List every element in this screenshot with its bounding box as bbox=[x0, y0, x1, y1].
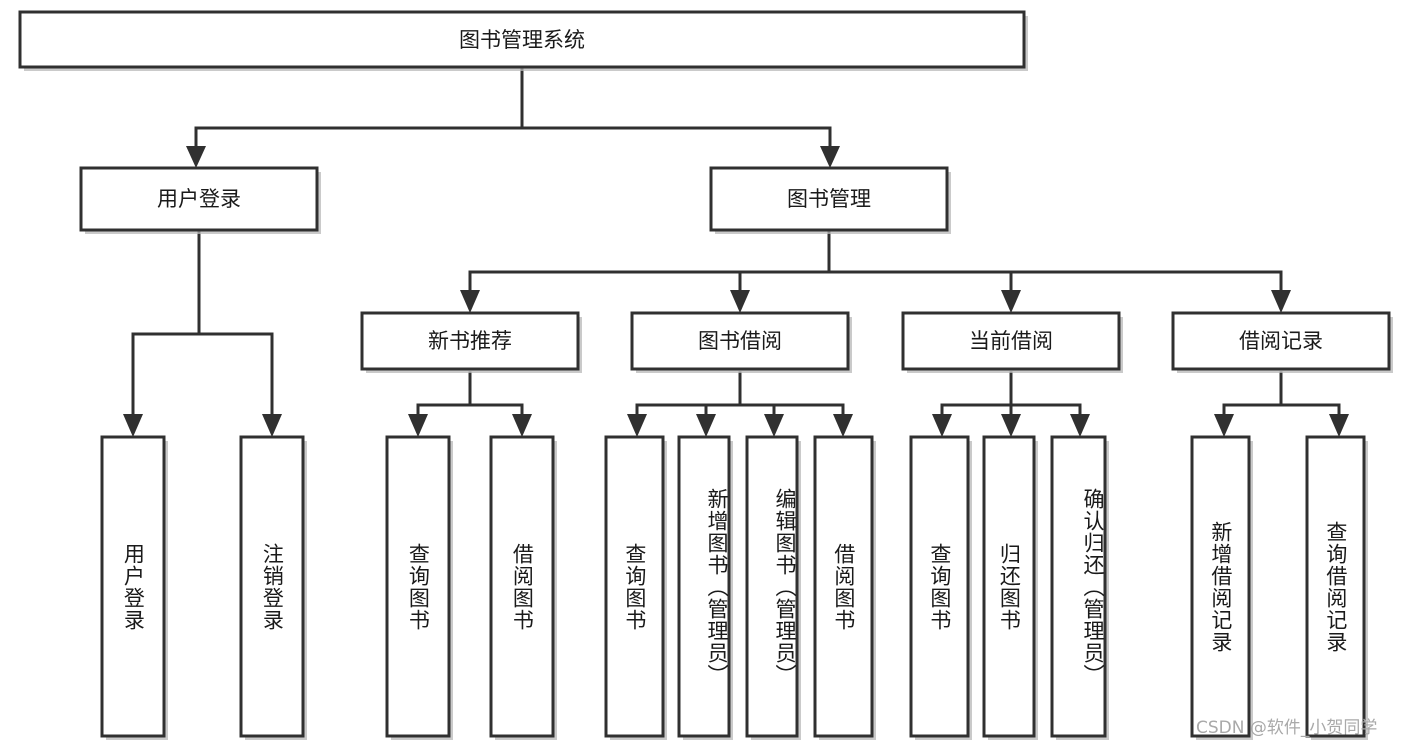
node-user-login-box bbox=[79, 166, 319, 232]
node-book-borrow-box bbox=[630, 311, 850, 371]
arrow-head-leaf-logout-login bbox=[262, 414, 282, 437]
leaf-logout-login-box[interactable] bbox=[239, 435, 305, 738]
leaf-edit-book-box[interactable] bbox=[745, 435, 799, 738]
arrow-head-user-login bbox=[186, 146, 206, 168]
arrow-head-current-borrow bbox=[1001, 290, 1021, 313]
arrow-head-leaf-return-book bbox=[1001, 414, 1021, 437]
node-book-borrow[interactable]: 图书借阅 bbox=[630, 311, 852, 373]
leaf-borrow-book-1-box[interactable] bbox=[489, 435, 555, 738]
arrow-head-leaf-confirm-return bbox=[1070, 414, 1090, 437]
arrow-head-leaf-edit-book bbox=[764, 414, 784, 437]
leaf-query-book-3-box[interactable] bbox=[909, 435, 970, 738]
arrow-head-book-borrow bbox=[730, 290, 750, 313]
node-current-borrow[interactable]: 当前借阅 bbox=[901, 311, 1123, 373]
leaf-return-book-box[interactable] bbox=[982, 435, 1036, 738]
node-system-label: 图书管理系统 bbox=[459, 28, 585, 52]
node-borrow-record-label: 借阅记录 bbox=[1239, 329, 1323, 353]
leaf-node-layer bbox=[100, 435, 1368, 740]
leaf-confirm-return-box[interactable] bbox=[1050, 435, 1107, 738]
node-new-book-recommend[interactable]: 新书推荐 bbox=[360, 311, 582, 373]
arrow-head-leaf-query-book-1 bbox=[408, 414, 428, 437]
arrow-head-leaf-query-book-3 bbox=[932, 414, 952, 437]
node-book-borrow-label: 图书借阅 bbox=[698, 329, 782, 353]
arrow-head-leaf-add-book bbox=[696, 414, 716, 437]
leaf-query-book-1-box[interactable] bbox=[385, 435, 451, 738]
node-borrow-record-box bbox=[1171, 311, 1391, 371]
arrow-head-borrow-record bbox=[1271, 290, 1291, 313]
node-current-borrow-box bbox=[901, 311, 1121, 371]
node-book-management-label: 图书管理 bbox=[787, 187, 871, 211]
leaf-user-login-box[interactable] bbox=[100, 435, 166, 738]
leaf-add-book-box[interactable] bbox=[677, 435, 731, 738]
csdn-watermark: CSDN @软件_小贺同学 bbox=[1196, 718, 1378, 738]
node-layer: 图书管理系统 用户登录 图书管理 新书推荐 bbox=[18, 10, 1393, 740]
node-system[interactable]: 图书管理系统 bbox=[18, 10, 1028, 71]
leaf-borrow-book-2-box[interactable] bbox=[813, 435, 874, 738]
arrow-head-leaf-query-record bbox=[1329, 414, 1349, 437]
leaf-query-record-box[interactable] bbox=[1305, 435, 1366, 738]
connector-layer bbox=[123, 66, 1349, 437]
leaf-add-record-box[interactable] bbox=[1190, 435, 1251, 738]
node-new-book-recommend-label: 新书推荐 bbox=[428, 329, 512, 353]
node-user-login[interactable]: 用户登录 bbox=[79, 166, 321, 234]
node-user-login-label: 用户登录 bbox=[157, 187, 241, 211]
arrow-head-leaf-borrow-book-1 bbox=[512, 414, 532, 437]
node-book-management[interactable]: 图书管理 bbox=[709, 166, 951, 234]
arrow-head-book-management bbox=[820, 146, 840, 168]
arrow-head-leaf-user-login bbox=[123, 414, 143, 437]
arrow-head-new-book-recommend bbox=[460, 290, 480, 313]
leaf-query-book-2-box[interactable] bbox=[604, 435, 665, 738]
arrow-head-leaf-query-book-2 bbox=[627, 414, 647, 437]
arrow-head-leaf-borrow-book-2 bbox=[833, 414, 853, 437]
node-borrow-record[interactable]: 借阅记录 bbox=[1171, 311, 1393, 373]
node-book-management-box bbox=[709, 166, 949, 232]
node-system-box bbox=[18, 10, 1026, 69]
node-new-book-recommend-box bbox=[360, 311, 580, 371]
arrow-head-leaf-add-record bbox=[1214, 414, 1234, 437]
node-current-borrow-label: 当前借阅 bbox=[969, 329, 1053, 353]
